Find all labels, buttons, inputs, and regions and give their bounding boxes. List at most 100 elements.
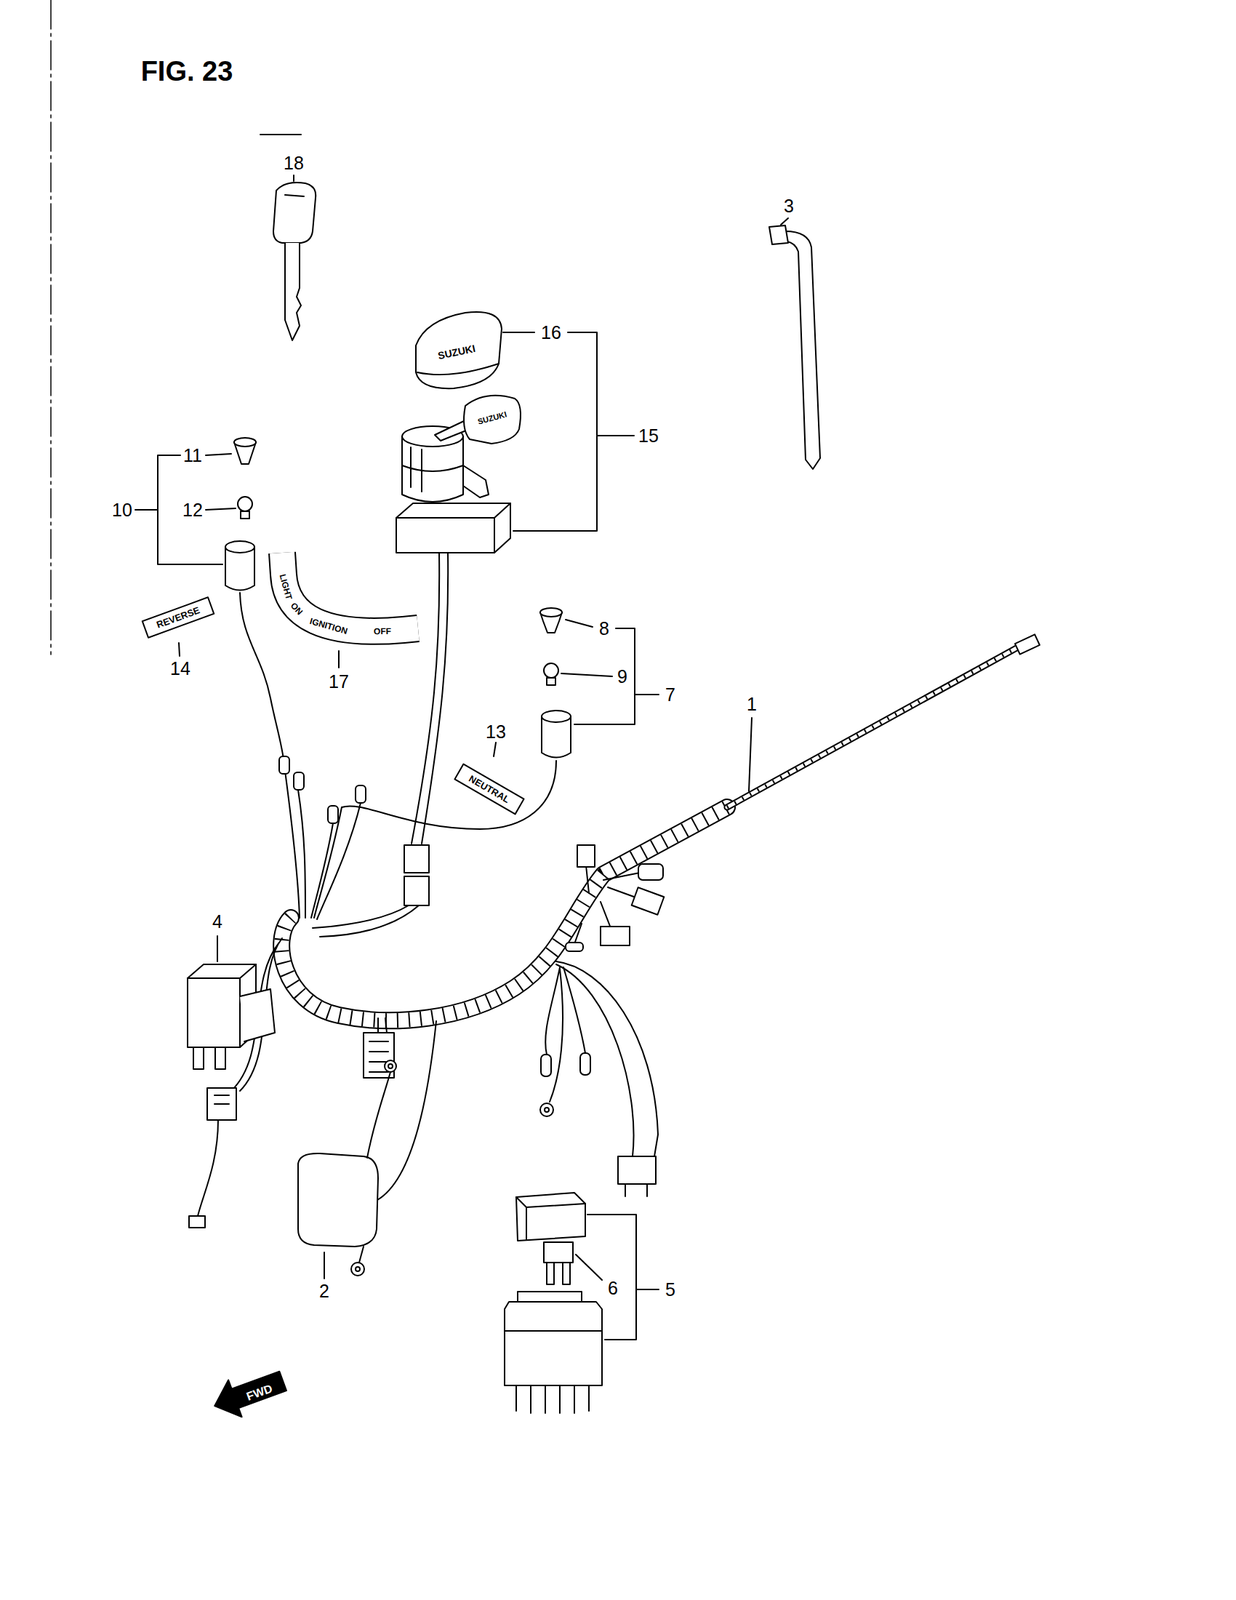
bracket-lines [338,650,340,668]
ignition-switch-drawing [312,905,419,937]
key-drawing [285,194,304,197]
ignition-switch-drawing [402,447,464,492]
wire-harness-drawing [285,770,361,920]
callout-number: 8 [599,619,610,638]
wire-harness-drawing [327,805,339,824]
callout-number: 9 [617,667,628,686]
wire-harness-drawing [631,887,665,914]
bracket-lines [216,935,219,962]
ignition-switch-drawing [463,465,489,498]
condenser-drawing [359,1246,364,1263]
key-drawing [273,182,316,341]
forward-arrow [207,1362,290,1425]
cable-tie-drawing [769,225,789,245]
fuse-box-drawing [562,1262,571,1284]
fuse-box-drawing [516,1196,586,1239]
wire-harness-drawing [214,1094,230,1104]
fuse-box-drawing [516,1192,586,1241]
bulb-socket-drawing [239,592,286,771]
fuse-box-drawing [546,1262,555,1284]
bracket-lines [503,332,634,531]
callout-number: 12 [182,500,203,520]
relay-drawing [193,1046,204,1069]
key-drawing [273,182,316,243]
callout-number: 5 [665,1280,676,1299]
relay-drawing [239,988,275,1042]
wire-harness-drawing [580,1052,591,1075]
ignition-switch-drawing [396,503,511,553]
callout-number: 10 [111,500,133,520]
decal-drawing [454,764,524,815]
callout-number: 1 [746,695,757,714]
wire-harness-drawing [540,1102,554,1117]
switch-cap-drawing [417,363,499,375]
ignition-switch-drawing [411,552,448,844]
wire-harness-drawing [377,1020,437,1200]
wire-harness-drawing [355,785,366,803]
decal-drawing [282,552,419,632]
bulb-socket-drawing [237,496,253,512]
margin-line [50,0,52,655]
wire-harness-drawing [207,1087,237,1120]
callout-number: 17 [328,672,349,691]
wire-harness-drawing [727,647,1018,808]
ignition-switch-drawing [463,395,521,444]
bracket-lines [135,453,236,565]
wire-harness-drawing [281,807,728,1021]
fuse-box-drawing [504,1330,603,1413]
bulb-socket-drawing [540,607,563,617]
condenser-drawing [384,1060,397,1072]
cable-tie-drawing [785,231,821,469]
bracket-lines [135,175,789,1340]
decal-drawing [142,596,214,637]
wire-harness-drawing [189,1215,206,1228]
condenser-drawing [351,1262,365,1276]
callout-number: 4 [212,912,223,931]
callout-number: 2 [319,1281,330,1300]
wire-harness-drawing [556,961,658,1157]
margin-line [50,0,302,655]
bulb-socket-drawing [341,760,557,829]
key-drawing [285,242,302,341]
bulb-socket-drawing [543,663,559,678]
bracket-lines [561,619,659,725]
wire-harness-drawing [197,1119,219,1216]
bulb-socket-drawing [225,437,571,829]
wire-harness-drawing [600,926,630,946]
callout-number: 6 [607,1278,618,1298]
callout-number: 15 [638,426,659,445]
wire-harness-drawing [378,1017,387,1033]
bulb-socket-drawing [541,710,571,722]
condenser-drawing [367,1071,391,1158]
callout-number: 16 [540,323,562,342]
bracket-lines [780,218,789,225]
fuse-box-drawing [543,1241,573,1263]
bracket-lines [493,742,496,757]
callout-number: 13 [485,722,507,741]
bulb-socket-drawing [234,437,256,447]
callout-number: 14 [170,659,191,678]
wire-harness-drawing [625,1183,648,1197]
wire-harness-drawing [577,844,595,867]
wire-harness-drawing [727,647,1018,808]
bulb-socket-drawing [240,511,250,519]
wire-harness-drawing [545,966,586,1102]
margin-line [260,133,302,136]
condenser-drawing [298,1060,397,1276]
callout-number: 3 [783,197,794,216]
relay-drawing [187,964,275,1069]
ignition-switch-drawing [396,503,511,553]
bulb-socket-drawing [546,677,556,685]
switch-cap-drawing [415,311,502,389]
ignition-switch-drawing [404,876,429,906]
figure-title: FIG. 23 [141,57,234,86]
bracket-lines [323,1251,325,1279]
wire-harness-drawing [540,1054,552,1077]
wire-harness-drawing [293,772,304,790]
wire-harness-drawing [565,942,584,951]
wire-harness-drawing [279,756,290,774]
condenser-drawing [388,1063,393,1069]
fuse-box-drawing [504,1301,603,1386]
wire-harness-drawing [189,633,1040,1228]
